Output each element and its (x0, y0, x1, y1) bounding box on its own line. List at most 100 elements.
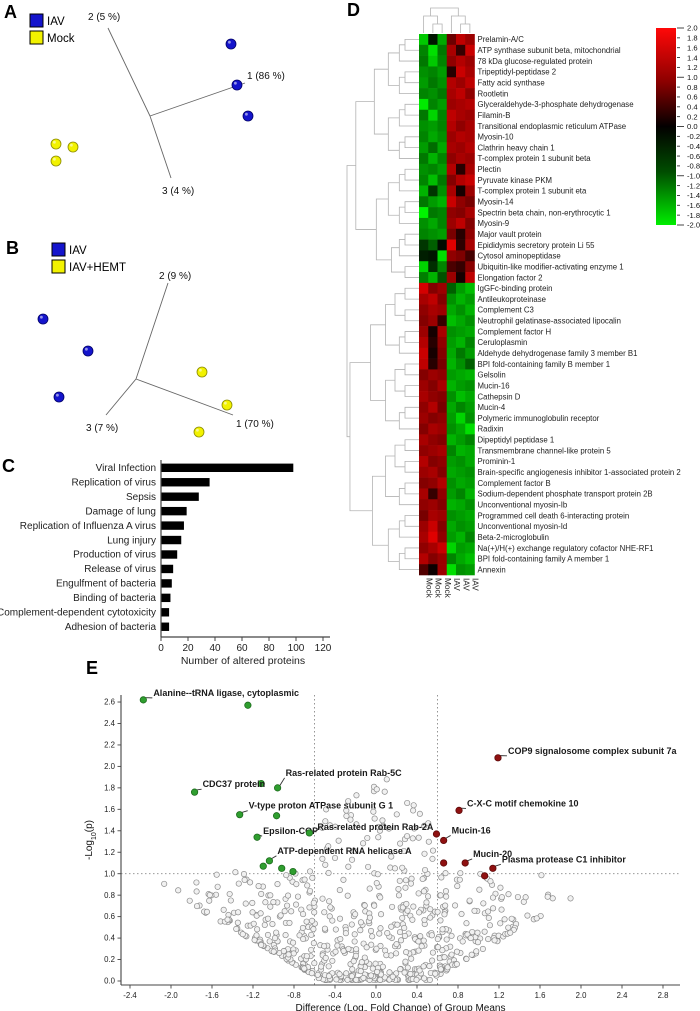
heatmap-cell (437, 304, 448, 316)
data-point-gray (427, 906, 434, 913)
heatmap-cell (465, 380, 475, 392)
data-point-gray (366, 914, 373, 921)
heatmap-row-label: ATP synthase subunit beta, mitochondrial (478, 46, 621, 55)
data-point-gray (254, 926, 261, 933)
colorbar-tick-label: 1.6 (687, 43, 698, 52)
heatmap-cell (465, 434, 475, 446)
heatmap-cell (428, 412, 438, 424)
data-point-gray (303, 953, 310, 960)
heatmap-cell (428, 326, 438, 338)
data-point-gray (285, 951, 292, 958)
bar-category-label: Binding of bacteria (73, 593, 156, 604)
heatmap-cell (419, 531, 429, 543)
heatmap-row-label: Complement factor H (478, 327, 552, 336)
heatmap-cell (419, 250, 429, 262)
y-tick-label: 2.4 (104, 719, 116, 728)
heatmap-cell (437, 250, 448, 262)
data-point-gray (497, 920, 504, 927)
colorbar-tick-label: 2.0 (687, 24, 698, 33)
data-point-gray (429, 855, 436, 862)
heatmap-cell (446, 163, 457, 175)
data-point-gray (381, 788, 388, 795)
data-point-gray (264, 915, 272, 922)
data-point-gray (335, 837, 342, 844)
data-point-gray (415, 890, 422, 897)
data-point-gray (399, 914, 406, 922)
heatmap-row-label: Spectrin beta chain, non-erythrocytic 1 (478, 208, 611, 217)
heatmap-cell (419, 401, 429, 413)
data-point-gray (441, 954, 448, 961)
heatmap-cell (446, 455, 457, 468)
heatmap-cell (437, 477, 448, 489)
data-point-gray (253, 932, 260, 939)
heatmap-cell (437, 272, 448, 284)
heatmap-cell (456, 553, 466, 565)
data-point-iav (225, 38, 237, 50)
heatmap-cell (446, 401, 457, 413)
data-point-gray (353, 792, 360, 799)
heatmap-column-label: Mock (443, 578, 453, 599)
label-leader-line (241, 810, 248, 813)
data-point-gray (351, 847, 358, 854)
bar (161, 478, 210, 487)
data-point-gray (416, 810, 423, 817)
data-point-gray (415, 834, 422, 841)
data-point-gray (310, 899, 317, 906)
heatmap-cell (446, 207, 457, 219)
colorbar-tick-label: -1.8 (687, 211, 700, 220)
data-point-iav-hemt (221, 399, 233, 411)
data-point-gray (407, 880, 415, 887)
data-point-gray (193, 879, 200, 886)
data-point-down (244, 701, 252, 709)
data-point-mock (67, 141, 79, 153)
label-leader-line (271, 855, 277, 860)
heatmap-cell (446, 142, 457, 154)
heatmap-cell (428, 153, 438, 165)
data-point-down (289, 867, 297, 876)
heatmap-cell (428, 293, 438, 305)
data-point-gray (453, 948, 461, 955)
data-point-gray (507, 929, 514, 936)
heatmap-cell (465, 510, 475, 522)
heatmap-row-label: Gelsolin (478, 371, 506, 380)
data-point-gray (290, 950, 297, 957)
data-point-gray (282, 932, 289, 939)
data-point-gray (258, 890, 265, 898)
data-point-gray (402, 877, 409, 884)
heatmap-cell (437, 282, 448, 294)
data-point-gray (344, 892, 351, 899)
data-point-gray (466, 897, 473, 904)
heatmap-row-label: Transmembrane channel-like protein 5 (478, 446, 612, 455)
legend-label: IAV (47, 16, 65, 28)
data-point-gray (484, 908, 492, 915)
heatmap-cell (428, 466, 438, 478)
data-point-gray (383, 776, 390, 783)
data-point-down (257, 779, 265, 788)
x-axis-title: Difference (Log2 Fold Change) of Group M… (296, 1003, 506, 1011)
data-point-gray (373, 786, 380, 793)
heatmap-cell (446, 380, 457, 392)
heatmap-cell (456, 282, 466, 294)
data-point-gray (329, 957, 336, 964)
heatmap-cell (428, 455, 438, 468)
data-point-gray (501, 916, 508, 923)
data-point-gray (336, 971, 343, 978)
pca-axis-label: 2 (9 %) (159, 271, 191, 282)
heatmap-cell (456, 207, 466, 219)
data-point-gray (343, 812, 350, 820)
data-point-gray (416, 967, 423, 974)
heatmap-cell (446, 347, 457, 359)
heatmap-column-label: IAV (471, 578, 481, 591)
heatmap-cell (456, 109, 466, 121)
x-tick-label: 0.0 (371, 991, 383, 1000)
heatmap-cell (428, 358, 438, 370)
data-point-gray (270, 899, 277, 906)
bar (161, 550, 178, 559)
heatmap-cell (437, 34, 448, 46)
heatmap-cell (465, 66, 475, 78)
heatmap-cell (428, 434, 438, 446)
colorbar-tick-label: 0.6 (687, 93, 698, 102)
colorbar-tick-label: 1.4 (687, 53, 698, 62)
bar (161, 463, 294, 472)
